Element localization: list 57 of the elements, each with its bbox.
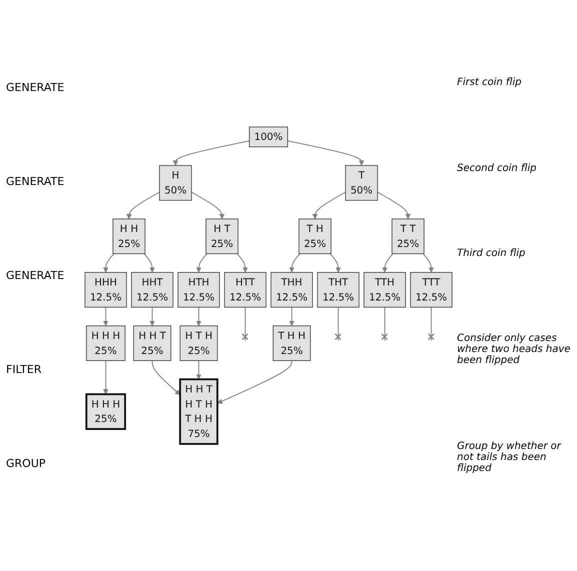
arrow bbox=[196, 360, 202, 380]
node-box: H H T H T H T H H 75% bbox=[179, 378, 218, 445]
stage-label: GENERATE bbox=[6, 268, 66, 282]
node-box: H T 25% bbox=[206, 218, 238, 254]
node-box: H T H 25% bbox=[180, 326, 218, 361]
node-box: TTT 12.5% bbox=[410, 272, 452, 308]
arrow bbox=[144, 253, 155, 273]
stage-label: GENERATE bbox=[6, 174, 66, 188]
arrow bbox=[217, 360, 292, 404]
arrow bbox=[103, 360, 108, 394]
node-box: H 50% bbox=[159, 165, 192, 201]
node-box: THT 12.5% bbox=[317, 272, 360, 308]
node-box: HHH 12.5% bbox=[84, 272, 127, 308]
node-box: TTH 12.5% bbox=[364, 272, 406, 308]
arrow bbox=[196, 306, 202, 326]
arrow bbox=[103, 253, 114, 273]
stage-label: FILTER bbox=[6, 363, 42, 376]
connector bbox=[381, 306, 388, 342]
connector bbox=[334, 306, 342, 342]
node-box: H H T 25% bbox=[133, 326, 172, 361]
node-box: THH 12.5% bbox=[270, 272, 313, 308]
node-box: H H H 25% bbox=[86, 326, 126, 361]
stage-label: GROUP bbox=[6, 457, 47, 470]
connector bbox=[428, 306, 434, 342]
arrow bbox=[191, 192, 225, 220]
arrow bbox=[312, 192, 346, 220]
stage-label: GENERATE bbox=[6, 80, 66, 94]
step-note: First coin flip bbox=[457, 77, 522, 88]
step-note: Consider only cases where two heads have been flipped bbox=[457, 333, 572, 366]
arrow bbox=[287, 140, 364, 166]
arrow bbox=[289, 306, 294, 326]
node-box: T T 25% bbox=[392, 218, 424, 254]
node-box: T 50% bbox=[345, 165, 378, 201]
arrow bbox=[422, 253, 434, 273]
node-box: HHT 12.5% bbox=[131, 272, 174, 308]
arrow bbox=[103, 306, 108, 326]
arrow bbox=[236, 253, 248, 273]
node-box: H H 25% bbox=[112, 218, 146, 254]
node-box: T H H 25% bbox=[272, 326, 311, 361]
arrow bbox=[196, 253, 208, 273]
node-box: T H 25% bbox=[298, 218, 332, 254]
arrow bbox=[330, 253, 341, 273]
arrow bbox=[126, 192, 160, 220]
arrow bbox=[172, 140, 250, 166]
arrow bbox=[382, 253, 394, 273]
node-box: 100% bbox=[249, 126, 288, 148]
step-note: Second coin flip bbox=[457, 162, 538, 174]
node-box: HTT 12.5% bbox=[224, 272, 266, 308]
step-note: Group by whether or not tails has been flipped bbox=[457, 440, 562, 474]
arrow bbox=[152, 360, 180, 396]
connector bbox=[242, 306, 248, 342]
node-box: H H H 25% bbox=[85, 393, 126, 430]
arrow bbox=[377, 192, 411, 220]
node-box: HTH 12.5% bbox=[178, 272, 220, 308]
arrow bbox=[150, 306, 155, 326]
arrow bbox=[289, 253, 300, 273]
step-note: Third coin flip bbox=[457, 248, 526, 259]
